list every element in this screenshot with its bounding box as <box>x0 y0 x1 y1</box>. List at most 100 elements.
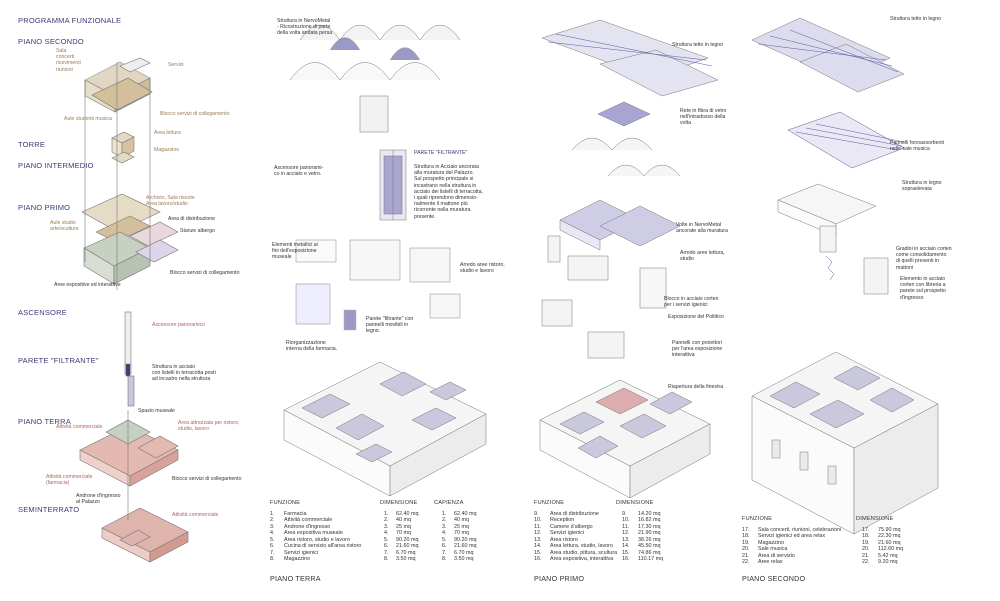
row-number: 7. <box>270 549 275 556</box>
row-number: 10. <box>622 517 630 523</box>
row-number: 8. <box>384 556 389 562</box>
label-blocco-pt: Blocco servizi di collegamento <box>172 476 242 482</box>
terra-label-struttura: Struttura in Acciaio ancorata alla murat… <box>414 164 483 220</box>
label-magazzino: Magazzino <box>154 147 180 153</box>
row-dimension: 40 mq <box>396 517 411 523</box>
primo-label-volte: Volte in NervoMetal ancorate alla muratu… <box>676 222 728 235</box>
section-piano-terra: PIANO TERRA <box>18 417 71 426</box>
terra-label-parete: PARETE "FILTRANTE" <box>414 150 468 156</box>
label-sala-concerti: Sala concerti ricevimenti riunioni <box>56 48 81 73</box>
secondo-table: FUNZIONE DIMENSIONE 17.Sala concerti, ri… <box>742 516 914 566</box>
row-number: 7. <box>442 549 447 556</box>
row-number: 19. <box>862 539 870 546</box>
row-dimension: 17.30 mq <box>638 523 661 530</box>
label-struttura-acciaio: Struttura in acciaio con listelli in ter… <box>152 364 216 383</box>
row-number: 22. <box>742 559 750 565</box>
row-dimension: 38.26 mq <box>638 536 661 543</box>
row-number: 6. <box>384 543 389 549</box>
terra-filter-wall <box>379 149 407 221</box>
row-function: Area lettura, studio, lavoro <box>550 543 613 549</box>
row-dimension: 45.50 mq <box>638 543 661 549</box>
primo-label-pannelli: Pannelli con proiettori per l'area espos… <box>672 340 723 359</box>
row-number: 6. <box>442 543 447 549</box>
row-number: 16. <box>534 556 542 562</box>
row-function: Attività commerciale <box>284 517 333 523</box>
primo-label-tetto: Struttura tetto in legno <box>672 42 724 48</box>
row-number: 18. <box>742 533 750 539</box>
row-dimension: 9.20 mq <box>878 559 898 565</box>
row-number: 14. <box>534 543 542 549</box>
secondo-label-tetto: Struttura tetto in legno <box>890 16 942 22</box>
primo-plan <box>539 379 711 499</box>
row-dimension: 21.60 mq <box>878 539 901 546</box>
program-ascensore <box>124 311 135 407</box>
primo-col-dimensione: DIMENSIONE <box>616 500 654 506</box>
label-area-lettura: Area lettura <box>154 130 181 136</box>
section-piano-secondo: PIANO SECONDO <box>18 37 84 46</box>
row-function: Servizi igienici <box>550 530 585 536</box>
row-number: 1. <box>384 510 389 517</box>
row-number: 22. <box>862 559 870 565</box>
row-dimension: 21.90 mq <box>638 530 661 536</box>
primo-label-blocco: Blocco in acciaio corten per i servizi i… <box>664 296 719 309</box>
row-number: 10. <box>534 517 542 523</box>
row-number: 13. <box>534 536 542 543</box>
row-dimension: 62.40 mq <box>396 510 419 517</box>
row-number: 1. <box>442 510 447 517</box>
terra-col-dimensione: DIMENSIONE <box>380 500 418 506</box>
row-number: 9. <box>534 510 539 517</box>
row-number: 5. <box>384 536 389 543</box>
row-function: Camere d'albergo <box>550 523 593 530</box>
secondo-stairs <box>819 225 889 295</box>
row-function: Area di distribuzione <box>550 510 599 517</box>
secondo-plan <box>751 351 939 535</box>
row-dimension: 25 mq <box>396 523 411 530</box>
label-stanze-albergo: Stanze albergo <box>180 228 215 234</box>
row-number: 17. <box>742 526 750 533</box>
program-seminterrato <box>101 507 189 563</box>
row-function: Servizi igienici ed area relax <box>758 533 826 539</box>
label-androne: Androne d'ingresso al Palazzo <box>76 493 121 506</box>
terra-vaults <box>289 24 461 133</box>
row-dimension: 70 mq <box>396 530 411 536</box>
row-function: Area espositiva, interattiva <box>550 556 614 562</box>
terra-title: PIANO TERRA <box>270 574 321 583</box>
section-ascensore: ASCENSORE <box>18 308 67 317</box>
terra-col-capienza: CAPIENZA <box>434 500 464 506</box>
terra-label-nervometal: Struttura in NervoMetal - Ricostruzione … <box>277 18 333 37</box>
row-function: Area di servizio <box>758 552 795 559</box>
row-function: Sale musica <box>758 546 788 552</box>
row-function: Sala concerti, riunioni, celebrazioni <box>758 526 842 533</box>
row-number: 4. <box>384 530 389 536</box>
row-number: 3. <box>384 523 389 530</box>
row-dimension: 74.86 mq <box>638 549 661 556</box>
row-number: 5. <box>442 536 447 543</box>
section-parete: PARETE "FILTRANTE" <box>18 356 99 365</box>
row-dimension: 6.70 mq <box>396 549 416 556</box>
primo-label-polittico: Esposizione del Polittico <box>668 314 724 320</box>
row-number: 13. <box>622 536 630 543</box>
secondo-label-elemento: Elemento in acciaio corten con libreria … <box>900 276 946 301</box>
secondo-label-struttura: Struttura in legno sopraelevata <box>902 180 942 193</box>
primo-label-rete: Rete in fibra di vetro nell'intradosso d… <box>680 108 727 127</box>
terra-label-riorganizzazione: Riorganizzazione interna della farmacia. <box>286 340 338 353</box>
secondo-title: PIANO SECONDO <box>742 574 806 583</box>
label-attivita-comm: Attività commerciale <box>56 424 103 430</box>
row-function: Magazzino <box>758 539 785 546</box>
program-heading: PROGRAMMA FUNZIONALE <box>18 16 122 25</box>
row-function: Androne d'ingresso <box>284 523 331 530</box>
terra-col-funzione: FUNZIONE <box>270 500 301 506</box>
row-number: 4. <box>270 530 275 536</box>
label-aule-arte: Aule studio arte/scultura <box>50 220 79 233</box>
